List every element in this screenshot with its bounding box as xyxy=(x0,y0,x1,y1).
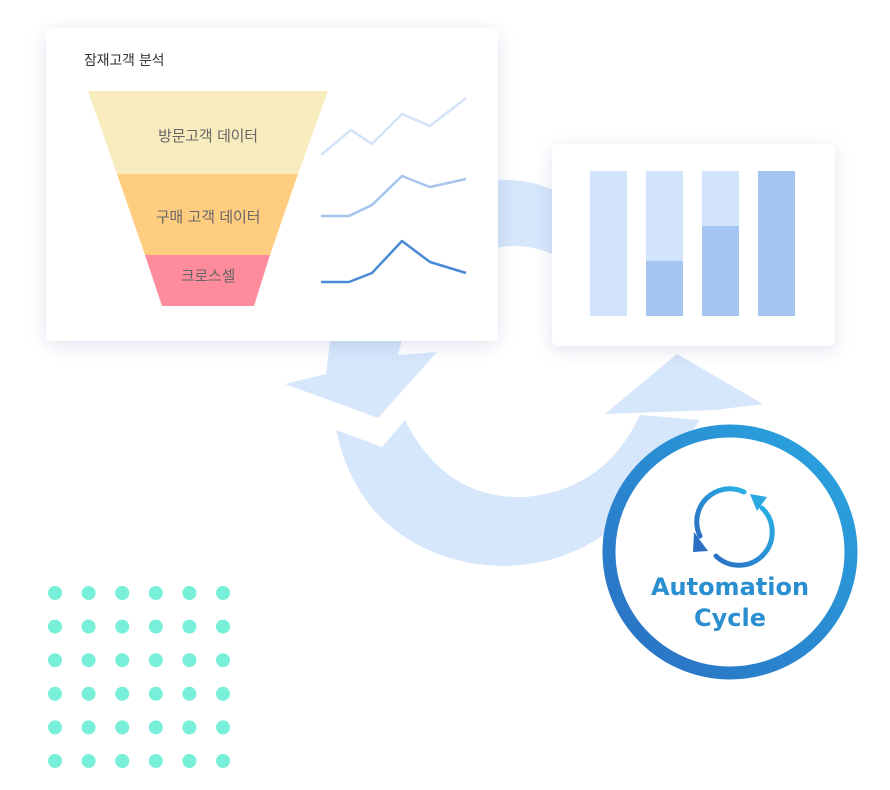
trend-line-dark xyxy=(321,239,467,284)
grid-dot xyxy=(115,619,130,634)
funnel-stage-crosssell xyxy=(145,255,270,306)
grid-dot xyxy=(48,686,62,701)
bar-graphic xyxy=(590,171,795,316)
funnel-graphic xyxy=(88,91,467,306)
trend-line-medium xyxy=(321,174,467,218)
funnel-stage-visitors xyxy=(88,91,328,174)
grid-dot xyxy=(81,720,96,735)
bar-fill-3 xyxy=(702,226,739,316)
grid-dot xyxy=(182,619,197,634)
grid-dot xyxy=(48,619,62,634)
grid-dot xyxy=(216,720,230,735)
bar-fill-4 xyxy=(758,171,795,316)
grid-dot xyxy=(148,619,163,634)
grid-dot xyxy=(216,754,230,768)
grid-dot xyxy=(182,720,197,735)
grid-dot xyxy=(148,720,163,735)
grid-dot xyxy=(182,686,197,701)
grid-dot xyxy=(148,686,163,701)
badge-ring xyxy=(602,424,858,680)
grid-dot xyxy=(148,754,163,768)
grid-dot xyxy=(48,653,62,668)
grid-dot xyxy=(182,653,197,668)
grid-dot xyxy=(148,586,163,600)
upper-cycle-arrow xyxy=(496,179,565,254)
funnel-label-visitors: 방문고객 데이터 xyxy=(158,127,258,145)
grid-dot xyxy=(216,619,230,634)
grid-dot xyxy=(81,686,96,701)
grid-dot xyxy=(48,754,62,768)
badge-title: Automation Cycle xyxy=(610,572,850,634)
grid-dot xyxy=(81,754,96,768)
grid-dot xyxy=(216,586,230,600)
grid-dot xyxy=(48,720,62,735)
bar-chart-card xyxy=(552,144,835,346)
bar-track-1 xyxy=(590,171,627,316)
grid-dot xyxy=(115,586,130,600)
grid-dot xyxy=(81,653,96,668)
refresh-arrowhead-top xyxy=(750,494,767,511)
bar-fill-2 xyxy=(646,260,683,316)
grid-dot xyxy=(115,754,130,768)
funnel-label-crosssell: 크로스셀 xyxy=(180,267,236,285)
grid-dot xyxy=(81,619,96,634)
grid-dot xyxy=(115,653,130,668)
grid-dot xyxy=(182,754,197,768)
funnel-label-buyers: 구매 고객 데이터 xyxy=(155,208,261,226)
left-cycle-arrowhead xyxy=(285,340,437,418)
funnel-analysis-card: 잠재고객 분석 방문고객 데이터 구매 고객 데이터 크로스셀 xyxy=(46,28,498,341)
grid-dot xyxy=(148,653,163,668)
grid-dot xyxy=(182,586,197,600)
grid-dot xyxy=(216,686,230,701)
right-cycle-arrowhead xyxy=(605,354,763,414)
grid-dot xyxy=(81,586,96,600)
refresh-cycle-icon xyxy=(694,486,775,568)
grid-dot xyxy=(115,686,130,701)
grid-dot xyxy=(115,720,130,735)
grid-dot xyxy=(216,653,230,668)
trend-line-light xyxy=(320,97,467,156)
badge-title-line2: Cycle xyxy=(694,604,766,632)
refresh-arrowhead-bottom xyxy=(693,532,708,552)
funnel-card-title: 잠재고객 분석 xyxy=(84,53,165,69)
funnel-stage-buyers xyxy=(117,174,298,255)
grid-dot xyxy=(48,586,62,600)
badge-title-line1: Automation xyxy=(650,573,810,601)
